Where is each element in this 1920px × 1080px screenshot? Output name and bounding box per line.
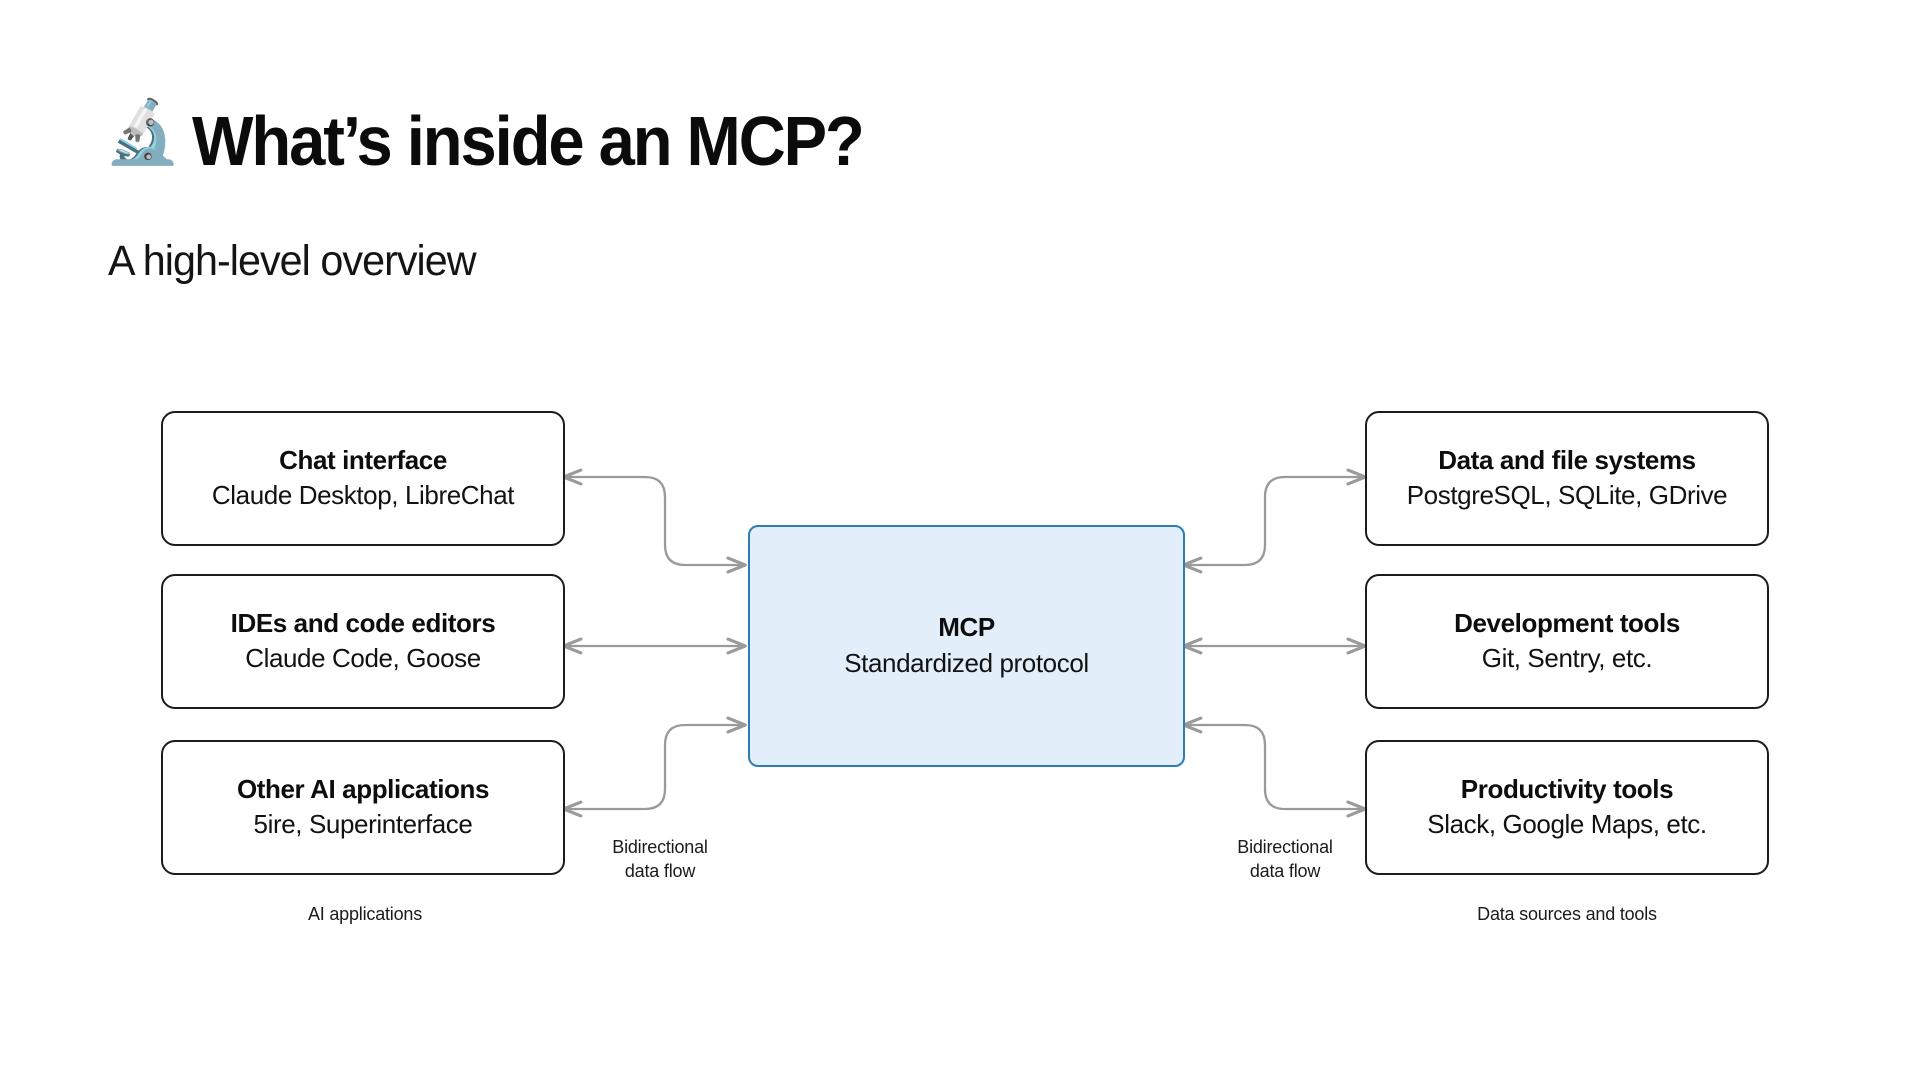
node-chat-interface[interactable]: Chat interface Claude Desktop, LibreChat [161,411,565,546]
connector-chat-to-mcp [562,468,747,574]
node-ides-and-code-editors[interactable]: IDEs and code editors Claude Code, Goose [161,574,565,709]
page-title: What’s inside an MCP? [192,101,865,180]
node-subtitle: PostgreSQL, SQLite, GDrive [1406,480,1728,511]
node-subtitle: Git, Sentry, etc. [1481,643,1653,674]
node-subtitle: 5ire, Superinterface [253,809,473,840]
node-data-and-file-systems[interactable]: Data and file systems PostgreSQL, SQLite… [1365,411,1769,546]
node-productivity-tools[interactable]: Productivity tools Slack, Google Maps, e… [1365,740,1769,875]
label-ai-applications-group: AI applications [307,904,423,924]
node-other-ai-applications[interactable]: Other AI applications 5ire, Superinterfa… [161,740,565,875]
connector-mcp-to-productivity-tools [1182,716,1367,818]
connector-mcp-to-data-systems [1182,468,1367,574]
node-subtitle: Claude Desktop, LibreChat [211,480,515,511]
node-title: Data and file systems [1438,444,1696,475]
node-title: IDEs and code editors [230,607,496,638]
label-bidirectional-data-flow-right: Bidirectional data flow [1237,837,1333,882]
connector-other-apps-to-mcp [562,716,747,818]
node-subtitle: Slack, Google Maps, etc. [1427,809,1707,840]
node-title: Chat interface [279,444,447,475]
page-subtitle: A high-level overview [108,236,477,285]
label-bidirectional-data-flow-left: Bidirectional data flow [612,837,708,882]
node-title: Other AI applications [236,773,490,804]
microscope-icon: 🔬 [104,98,182,168]
node-mcp-protocol[interactable]: MCP Standardized protocol [748,525,1185,767]
label-data-sources-and-tools-group: Data sources and tools [1477,904,1657,924]
node-subtitle: Standardized protocol [844,647,1089,678]
title-row: 🔬 What’s inside an MCP? [104,58,1604,225]
node-title: Development tools [1454,607,1680,638]
node-subtitle: Claude Code, Goose [245,643,481,674]
node-development-tools[interactable]: Development tools Git, Sentry, etc. [1365,574,1769,709]
page-header: 🔬 What’s inside an MCP? A high-level ove… [104,58,1604,286]
node-title: Productivity tools [1460,773,1674,804]
node-title: MCP [938,612,995,643]
